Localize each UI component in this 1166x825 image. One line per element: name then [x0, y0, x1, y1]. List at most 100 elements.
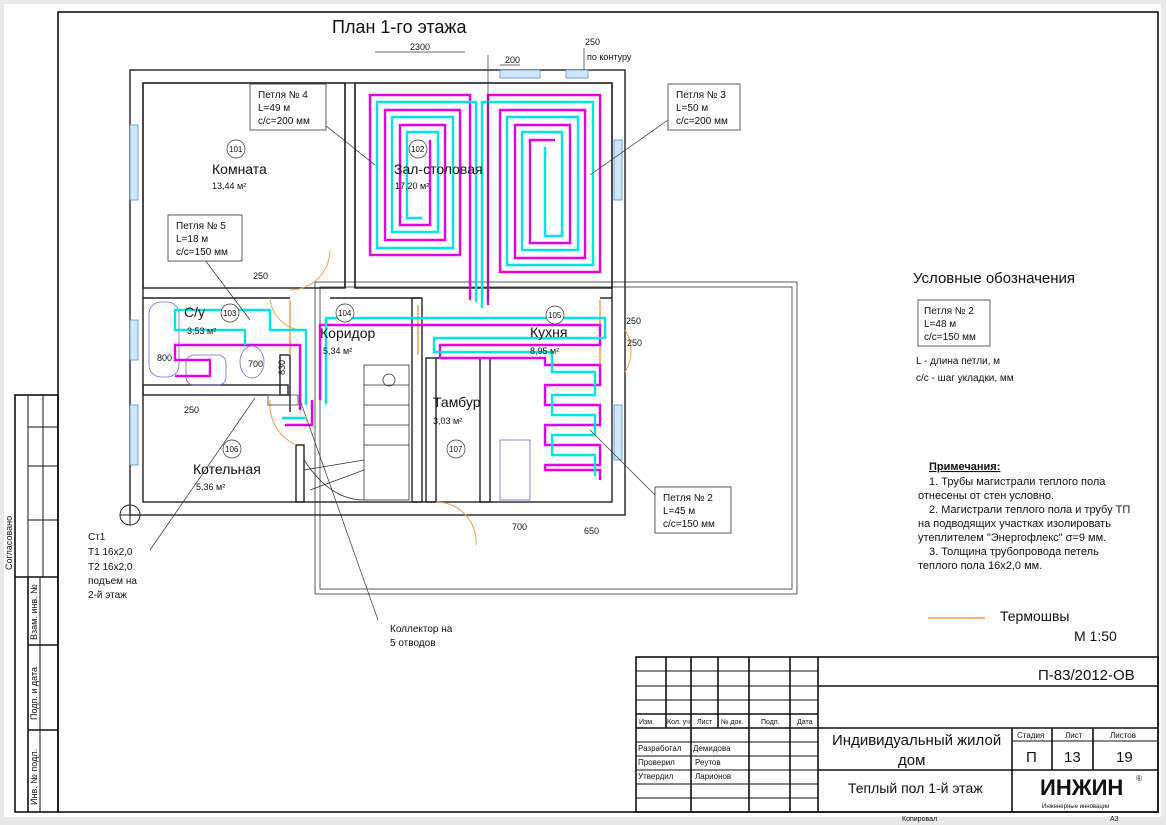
windows — [129, 69, 623, 501]
loops-0-length-text: L=49 м — [258, 103, 290, 114]
rooms-0-num-text: 101 — [229, 145, 243, 154]
inv-replace-label: Взам. инв. № — [29, 584, 39, 640]
dimensions-d700_k-text: 700 — [512, 522, 527, 532]
notes-lines-5-text: 3. Толщина трубопровода петель — [929, 546, 1099, 558]
rooms-6-name-text: Тамбур — [433, 394, 481, 410]
notes: Примечания: 1. Трубы магистрали теплого … — [918, 461, 1130, 572]
legend-cc_desc-text: с/с - шаг укладки, мм — [916, 373, 1014, 384]
dimensions-d200-text: 200 — [505, 55, 520, 65]
room-101: 101 Комната 13,44 м² — [212, 139, 267, 191]
loops-0-name-text: Петля № 4 — [258, 90, 308, 101]
room-104: 104 Коридор 5,34 м² — [320, 303, 376, 356]
title_block-logo-text: ИНЖИН — [1040, 775, 1123, 800]
loop-2-return — [324, 316, 607, 476]
inv-orig-label: Инв. № подл. — [29, 749, 39, 805]
collector-note: Коллектор на 5 отводов — [390, 624, 453, 649]
room-103: 103 С/у 3,53 м² — [184, 303, 240, 336]
dimensions-d800-text: 800 — [157, 353, 172, 363]
loops-3-step-text: с/с=150 мм — [663, 519, 715, 530]
legend-sample-step-text: с/с=150 мм — [924, 332, 976, 343]
title_block-roles-1-name-text: Реутов — [695, 758, 721, 767]
rooms-1-name-text: Зал-столовая — [394, 161, 483, 177]
side-strip: Согласовано Взам. инв. № Подп. и дата Ин… — [4, 394, 59, 813]
legend-sample-name-text: Петля № 2 — [924, 306, 974, 317]
title_block-sheets_label-text: Листов — [1110, 731, 1136, 740]
dimensions-d830-text: 830 — [277, 360, 287, 375]
room-107: 107 Тамбур 3,03 м² — [433, 394, 481, 459]
collector-line2-text: 5 отводов — [390, 638, 436, 649]
title_block-logo_sub-text: Инженерные инновации — [1042, 804, 1110, 810]
dimensions-d250_boiler-text: 250 — [184, 405, 199, 415]
sheet-title: Теплый пол 1-й этаж — [848, 780, 983, 796]
loop-4-return — [375, 100, 478, 302]
sign-date-label: Подп. и дата — [29, 667, 39, 720]
heating-loops — [173, 93, 607, 480]
notes-title-text: Примечания: — [929, 461, 1000, 473]
notes-lines-2-text: 2. Магистрали теплого пола и трубу ТП — [929, 504, 1130, 516]
notes-lines-0-text: 1. Трубы магистрали теплого пола — [929, 476, 1106, 488]
loop-2-label: Петля № 2 L=45 м с/с=150 мм — [654, 486, 732, 534]
rooms-4-num-text: 105 — [548, 311, 562, 320]
rooms-5-area-text: 5,36 м² — [196, 482, 225, 492]
loops-2-step-text: с/с=150 мм — [176, 247, 228, 258]
loops-1-step-text: с/с=200 мм — [676, 116, 728, 127]
title_block-roles-0-role-text: Разработал — [638, 744, 682, 753]
legend: Условные обозначения Петля № 2 L=48 м с/… — [913, 270, 1117, 644]
notes-lines-6-text: теплого пола 16х2,0 мм. — [918, 560, 1042, 572]
rooms-2-name-text: С/у — [184, 304, 205, 320]
notes-lines-3-text: на подводящих участках изолировать — [918, 518, 1111, 530]
title_block-roles-0-name-text: Демидова — [693, 744, 731, 753]
kitchen-sink — [499, 439, 531, 501]
room-106: 106 Котельная 5,36 м² — [193, 439, 261, 492]
title_block-headers-1-text: Кол. уч. — [667, 719, 692, 726]
room-102: 102 Зал-столовая 17,20 м² — [394, 139, 483, 191]
title_block-sheet_label-text: Лист — [1065, 731, 1083, 740]
title_block-headers-5-text: Дата — [797, 719, 813, 726]
loop-5-label: Петля № 5 L=18 м с/с=150 мм — [167, 214, 243, 262]
dimensions-d700_wc-text: 700 — [248, 359, 263, 369]
dimensions-d250_wc-text: 250 — [253, 271, 268, 281]
legend-l_desc-text: L - длина петли, м — [916, 356, 1000, 367]
rooms-5-name-text: Котельная — [193, 461, 261, 477]
sheets-value: 19 — [1116, 749, 1133, 766]
doc-code: П-83/2012-ОВ — [1038, 667, 1135, 684]
loops-1-length-text: L=50 м — [676, 103, 708, 114]
dimensions-contour-text: по контуру — [587, 52, 632, 62]
project-name: Индивидуальный жилой — [832, 732, 1001, 749]
rooms-1-num-text: 102 — [411, 145, 425, 154]
loop-2-supply — [318, 323, 602, 480]
title-block: П-83/2012-ОВ Изм. Кол. уч. Лист № док. П… — [635, 656, 1159, 823]
loops-3-name-text: Петля № 2 — [663, 493, 713, 504]
title_block-roles-2-name-text: Ларионов — [695, 772, 731, 781]
riser-symbol — [119, 490, 160, 526]
leaders — [149, 48, 669, 621]
title_block-headers-3-text: № док. — [721, 719, 743, 726]
riser-t2-text: Т2 16х2,0 — [88, 562, 133, 573]
loops-2-length-text: L=18 м — [176, 234, 208, 245]
dimensions-d2300-text: 2300 — [410, 42, 430, 52]
legend-sample-length-text: L=48 м — [924, 319, 956, 330]
rooms-4-name-text: Кухня — [530, 324, 567, 340]
title_block-roles-2-role-text: Утвердил — [638, 772, 674, 781]
plan-title: План 1-го этажа — [332, 17, 467, 37]
riser-name-text: Ст1 — [88, 532, 106, 543]
legend-scale-text: М 1:50 — [1074, 628, 1117, 644]
loops-3-length-text: L=45 м — [663, 506, 695, 517]
title_block-roles-1-role-text: Проверил — [638, 758, 675, 767]
title_block-format-text: А3 — [1110, 816, 1119, 823]
room-105: 105 Кухня 8,95 м² — [530, 305, 567, 356]
company-logo: ИНЖИН Инженерные инновации ® — [1035, 772, 1147, 810]
loops-1-name-text: Петля № 3 — [676, 90, 726, 101]
doors — [269, 249, 632, 546]
dimensions-d250_k1-text: 250 — [626, 316, 641, 326]
dimensions-d650-text: 650 — [584, 526, 599, 536]
loop-3-label: Петля № 3 L=50 м с/с=200 мм — [667, 83, 741, 131]
title_block-project2-text: дом — [898, 752, 925, 769]
collector-line1-text: Коллектор на — [390, 624, 453, 635]
notes-lines-4-text: утеплителем "Энергофлекс" σ=9 мм. — [918, 532, 1106, 544]
porch-outline — [314, 281, 798, 595]
rooms-0-name-text: Комната — [212, 161, 267, 177]
dimensions-d250_k2-text: 250 — [627, 338, 642, 348]
rooms-4-area-text: 8,95 м² — [530, 346, 559, 356]
